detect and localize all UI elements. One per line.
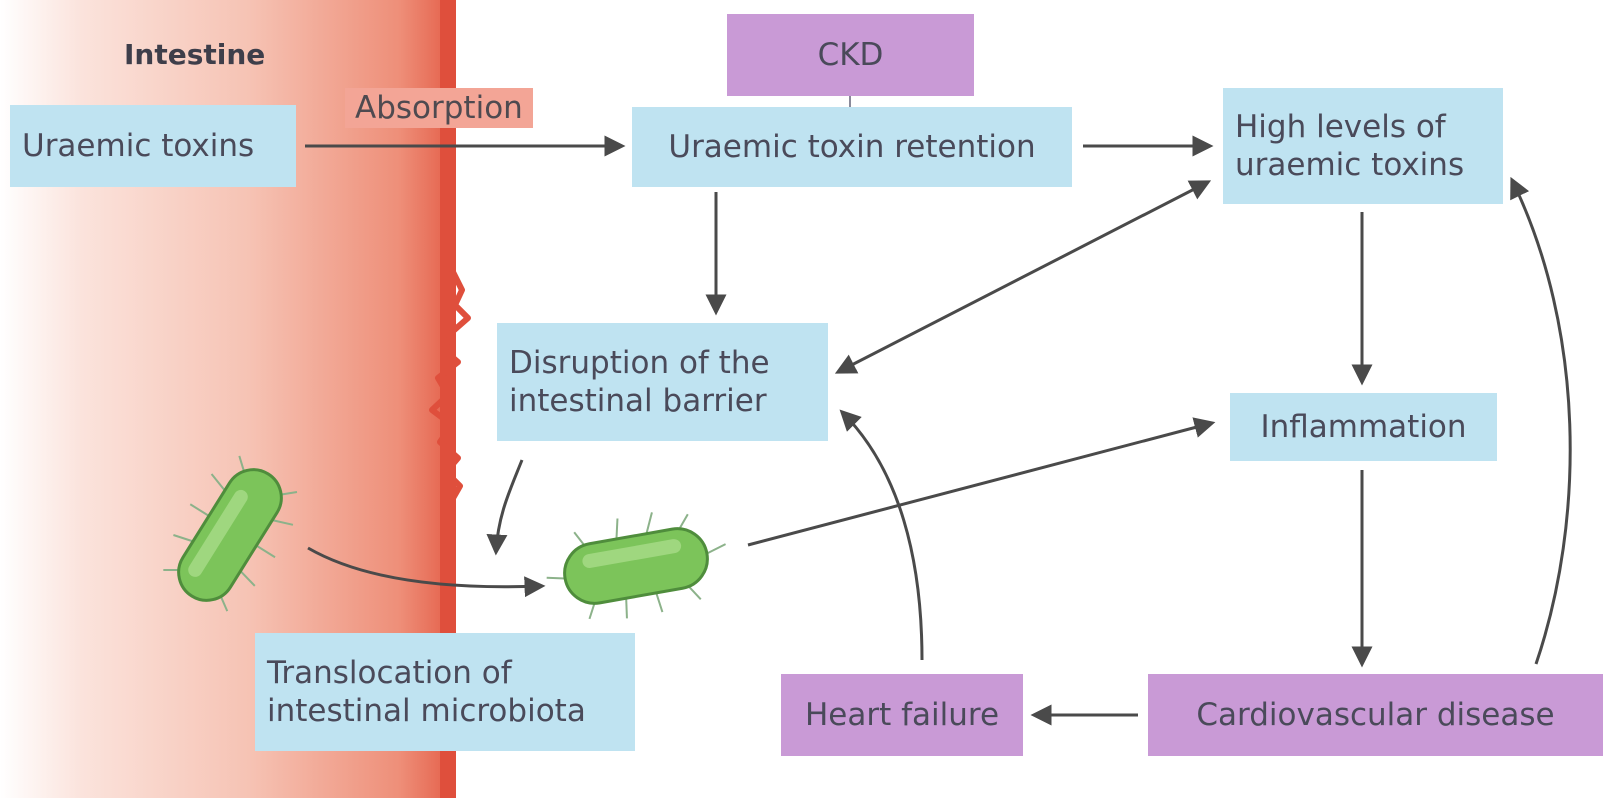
arrow-bacterium-translocation	[308, 548, 542, 587]
barrier-rupture	[432, 270, 468, 500]
arrow-heart-failure-to-disruption	[842, 412, 922, 660]
arrow-cvd-to-high-levels	[1512, 180, 1570, 664]
arrow-disruption-to-translocation	[496, 460, 522, 552]
bacterium-icon	[149, 447, 310, 622]
arrow-bacteria-to-inflammation	[748, 423, 1212, 545]
arrow-high-levels-disruption-bidirectional	[838, 182, 1208, 372]
bacterium-icon	[539, 501, 736, 631]
